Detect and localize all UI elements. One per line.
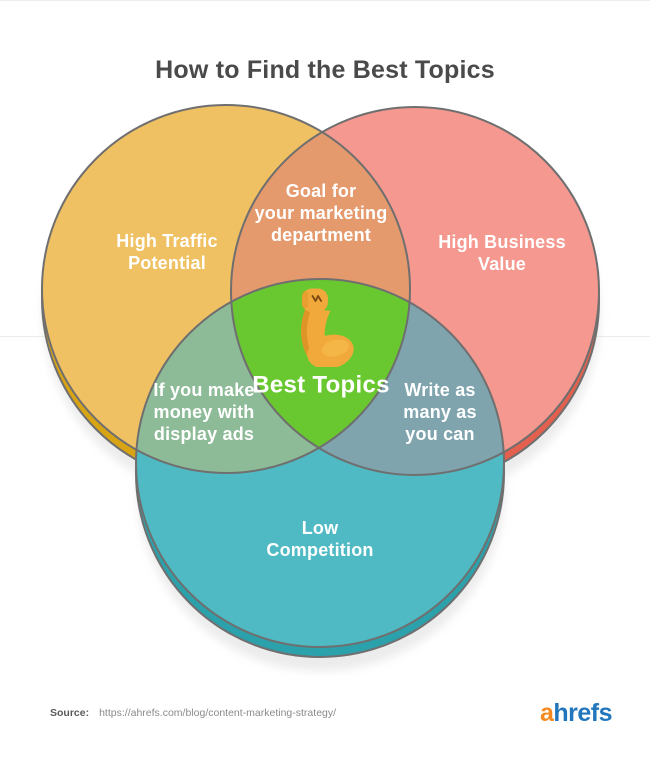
ahrefs-logo: ahrefs: [539, 699, 613, 728]
label-high-traffic-potential: High Traffic Potential: [116, 231, 218, 273]
page-title: How to Find the Best Topics: [155, 55, 495, 84]
label-high-business-value: High Business Value: [438, 232, 566, 274]
label-write-many: Write as many as you can: [403, 380, 477, 444]
source-label: Source:: [50, 707, 90, 719]
source-url: https://ahrefs.com/blog/content-marketin…: [99, 707, 337, 719]
label-display-ads: If you make money with display ads: [153, 380, 255, 444]
source-line: Source: https://ahrefs.com/blog/content-m…: [50, 707, 336, 719]
label-low-competition: Low Competition: [266, 518, 374, 560]
label-goal-marketing: Goal for your marketing department: [254, 181, 388, 245]
flexed-biceps-icon: [292, 287, 354, 370]
ahrefs-logo-hrefs: hrefs: [553, 699, 612, 727]
ahrefs-logo-a: a: [539, 699, 554, 727]
label-best-topics: Best Topics: [252, 371, 390, 399]
